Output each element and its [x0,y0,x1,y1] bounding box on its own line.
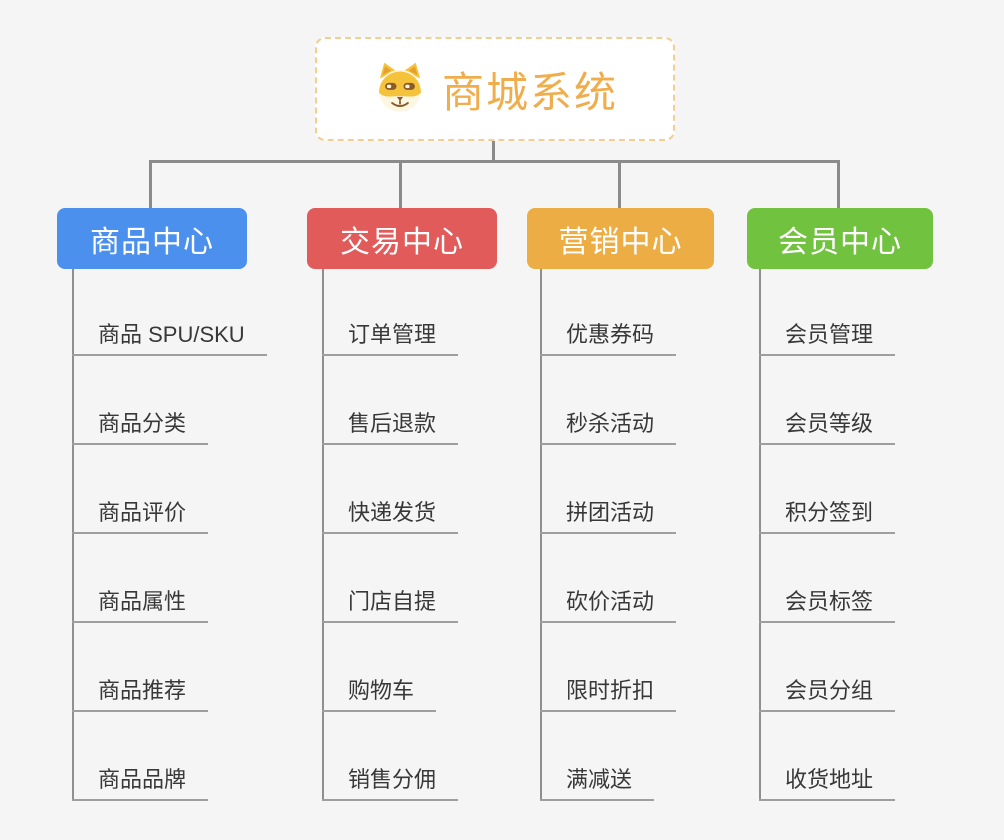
leaf-node[interactable]: 收货地址 [759,761,896,801]
leaf-node[interactable]: 拼团活动 [540,494,677,534]
root-node-mall-system[interactable]: 商城系统 [315,37,675,141]
branch-column-trade: 订单管理 售后退款 快递发货 门店自提 购物车 销售分佣 [322,269,574,801]
connector-rail [149,160,840,163]
leaf-node[interactable]: 门店自提 [322,583,459,623]
branch-header-member-center[interactable]: 会员中心 [747,208,933,269]
leaf-node[interactable]: 售后退款 [322,405,459,445]
leaf-node[interactable]: 限时折扣 [540,672,677,712]
branch-header-marketing-center[interactable]: 营销中心 [527,208,714,269]
branch-header-product-center[interactable]: 商品中心 [57,208,247,269]
branch-column-product: 商品 SPU/SKU 商品分类 商品评价 商品属性 商品推荐 商品品牌 [72,269,324,801]
leaf-node[interactable]: 砍价活动 [540,583,677,623]
leaf-node[interactable]: 商品分类 [72,405,209,445]
root-title: 商城系统 [441,68,618,116]
leaf-node[interactable]: 优惠券码 [540,316,677,356]
branch-header-trade-center[interactable]: 交易中心 [307,208,497,269]
leaf-node[interactable]: 会员管理 [759,316,896,356]
leaf-node[interactable]: 秒杀活动 [540,405,677,445]
branch-column-member: 会员管理 会员等级 积分签到 会员标签 会员分组 收货地址 [759,269,1004,801]
leaf-node[interactable]: 商品属性 [72,583,209,623]
connector-drop-marketing [618,160,621,208]
leaf-node[interactable]: 会员分组 [759,672,896,712]
leaf-node[interactable]: 会员标签 [759,583,896,623]
leaf-node[interactable]: 满减送 [540,761,655,801]
branch-column-marketing: 优惠券码 秒杀活动 拼团活动 砍价活动 限时折扣 满减送 [540,269,792,801]
connector-drop-trade [399,160,402,208]
connector-drop-member [837,160,840,208]
leaf-node[interactable]: 订单管理 [322,316,459,356]
connector-root-stub [492,141,495,162]
leaf-node[interactable]: 积分签到 [759,494,896,534]
leaf-node[interactable]: 销售分佣 [322,761,459,801]
connector-drop-product [149,160,152,208]
leaf-node[interactable]: 商品评价 [72,494,209,534]
leaf-node[interactable]: 会员等级 [759,405,896,445]
leaf-node[interactable]: 购物车 [322,672,437,712]
leaf-node[interactable]: 商品 SPU/SKU [72,316,267,356]
dog-face-icon [378,62,421,112]
leaf-node[interactable]: 商品品牌 [72,761,209,801]
leaf-node[interactable]: 商品推荐 [72,672,209,712]
leaf-node[interactable]: 快递发货 [322,494,459,534]
